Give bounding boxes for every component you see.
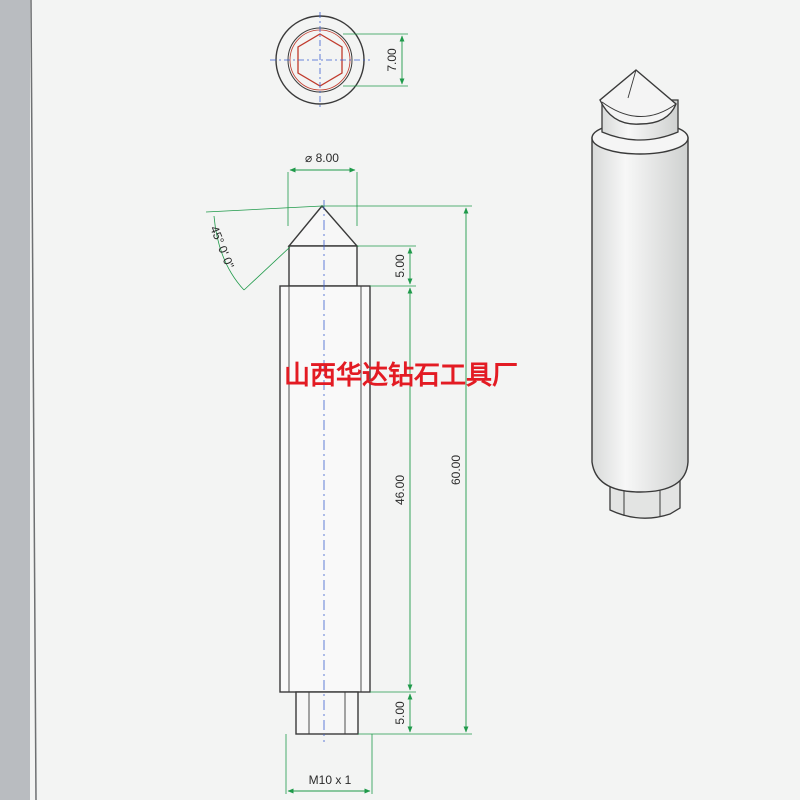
front-view: ⌀ 8.00 45° 0' 0" 5.00 46.00 5.: [205, 151, 472, 794]
diameter-label: ⌀ 8.00: [305, 151, 339, 165]
hex-dimension-label: 7.00: [385, 48, 399, 72]
iso-cylinder: [591, 137, 689, 493]
total-length-label: 60.00: [449, 455, 463, 485]
body-length-label: 46.00: [393, 475, 407, 505]
isometric-view: [591, 69, 689, 519]
thread-spec-label: M10 x 1: [309, 773, 352, 787]
main-body: [279, 285, 371, 693]
thread-length-label: 5.00: [393, 701, 407, 725]
paper-edge: [30, 0, 37, 800]
tip-length-label: 5.00: [393, 254, 407, 278]
hex-tail: [295, 691, 359, 735]
iso-cone-tip: [599, 69, 677, 125]
end-view: 7.00: [270, 12, 408, 108]
tip-neck: [288, 245, 358, 287]
company-watermark: 山西华达钻石工具厂: [284, 360, 518, 391]
